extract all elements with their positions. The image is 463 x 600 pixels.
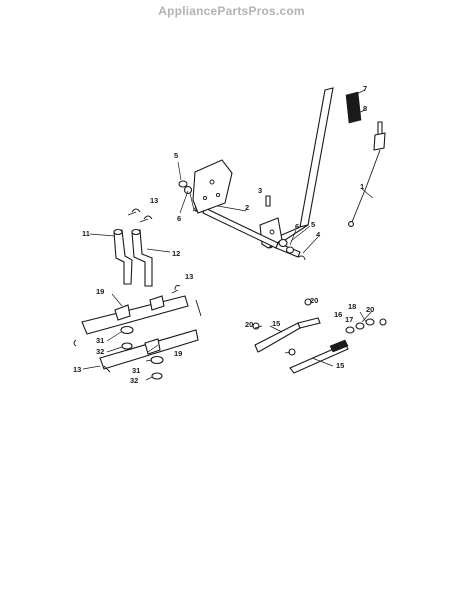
- shaft-hardware: [178, 180, 306, 261]
- callout-18: 18: [348, 302, 356, 311]
- callout-13: 13: [73, 365, 81, 374]
- callout-19: 19: [174, 349, 182, 358]
- callout-20: 20: [366, 305, 374, 314]
- leader-lines: [82, 89, 374, 381]
- washers: [120, 325, 164, 380]
- callout-6: 6: [295, 222, 299, 231]
- callout-15: 15: [272, 319, 280, 328]
- callout-32: 32: [130, 376, 138, 385]
- lift-arm-upper: [81, 295, 189, 335]
- callout-5: 5: [311, 220, 315, 229]
- callouts: 7 8 5 1 3 2 4 6 6 5 4 13 11 12 13 19 31 …: [73, 84, 374, 385]
- callout-7: 7: [363, 84, 367, 93]
- callout-5: 5: [174, 151, 178, 160]
- callout-3: 3: [258, 186, 262, 195]
- callout-12: 12: [172, 249, 180, 258]
- watermark: AppliancePartsPros.com: [158, 4, 305, 18]
- callout-31: 31: [132, 366, 140, 375]
- callout-11: 11: [82, 229, 90, 238]
- lift-shaft: [202, 207, 301, 258]
- callout-15: 15: [336, 361, 344, 370]
- callout-20: 20: [245, 320, 253, 329]
- callout-32: 32: [96, 347, 104, 356]
- cable-assembly: [345, 91, 386, 227]
- callout-13: 13: [150, 196, 158, 205]
- clevis-pins-lower: [73, 285, 202, 373]
- lift-arm-lower: [99, 329, 199, 370]
- callout-16: 16: [334, 310, 342, 319]
- callout-1: 1: [360, 182, 364, 191]
- callout-4: 4: [316, 230, 321, 239]
- callout-31: 31: [96, 336, 104, 345]
- callout-2: 2: [245, 203, 249, 212]
- callout-6: 6: [177, 214, 181, 223]
- callout-20: 20: [310, 296, 318, 305]
- clevis-pins-upper: [127, 208, 153, 223]
- shaft-bracket: [192, 159, 233, 214]
- lift-links: [113, 228, 153, 287]
- callout-17: 17: [345, 315, 353, 324]
- rods: [254, 317, 349, 374]
- callout-13: 13: [185, 272, 193, 281]
- rod-hardware: [252, 298, 387, 356]
- callout-4: 4: [193, 205, 198, 214]
- callout-19: 19: [96, 287, 104, 296]
- callout-8: 8: [363, 104, 367, 113]
